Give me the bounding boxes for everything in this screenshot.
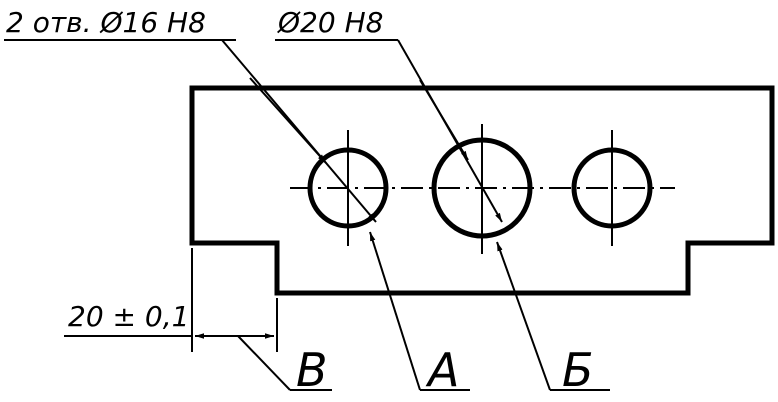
label-hole-20: Ø20 H8 [277,6,383,39]
label-datum-v: В [296,343,328,397]
label-dim-20: 20 ± 0,1 [68,300,189,333]
part-outline [189,85,775,296]
dimension-20 [64,248,278,352]
label-holes-16: 2 отв. Ø16 H8 [6,6,206,39]
leader-datum-a [369,231,470,391]
leader-datum-b [496,241,610,391]
leader-holes-16 [4,39,377,223]
leader-hole-20 [275,39,503,223]
label-datum-b: Б [562,343,594,397]
leader-datum-v [237,335,332,391]
hole-right [571,130,653,246]
label-datum-a: А [425,343,459,397]
